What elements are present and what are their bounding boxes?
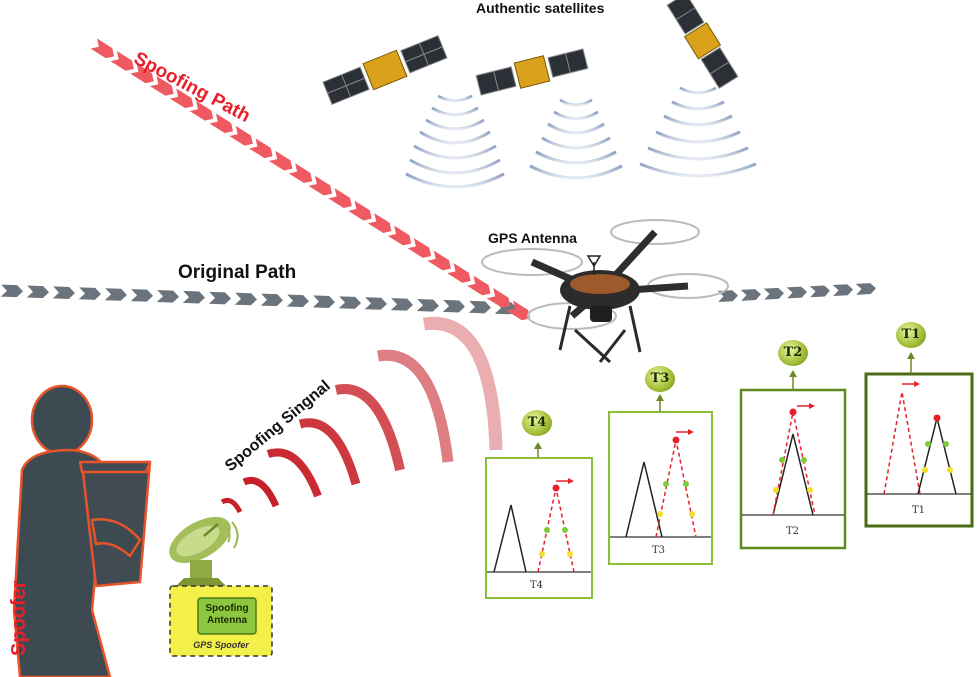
- original-path-chevron: [156, 290, 179, 303]
- gps-spoofer-label: GPS Spoofer: [193, 640, 249, 650]
- spoofing-path-chevron: [328, 188, 352, 208]
- spoofing-path-chevron: [209, 113, 234, 134]
- correlation-panel-t1: [864, 352, 974, 528]
- satellites-label: Authentic satellites: [476, 0, 605, 16]
- original-path-chevron: [104, 288, 127, 301]
- original-path-chevron: [416, 299, 439, 312]
- satellite-signal-2: [529, 98, 623, 180]
- original-path-chevron: [52, 286, 75, 299]
- gps-antenna-label: GPS Antenna: [488, 230, 577, 246]
- spoofing-path-chevron: [288, 163, 313, 184]
- satellite-3: [666, 0, 739, 89]
- spoofing-path-chevron: [407, 238, 432, 258]
- original-path-chevron: [763, 287, 784, 300]
- original-path-chevron: [338, 296, 361, 309]
- caption-t4: T4: [530, 580, 544, 591]
- spoofing-path-chevron: [268, 150, 293, 171]
- satellite-signal-1: [405, 94, 505, 189]
- drone: [481, 219, 729, 364]
- original-path-chevron: [130, 289, 153, 302]
- original-path-chevron: [442, 299, 465, 313]
- badge-t3: T3: [645, 366, 675, 392]
- original-path-chevron: [717, 290, 738, 303]
- original-path-label: Original Path: [178, 262, 297, 283]
- spoofing-path-chevron: [90, 38, 115, 59]
- spoofing-path-chevron: [150, 75, 174, 96]
- spoofing-path-chevron: [506, 300, 531, 321]
- spoofing-path-chevron: [348, 200, 372, 221]
- original-path-chevron: [234, 292, 257, 306]
- satellite-2: [475, 48, 589, 96]
- badge-t2: T2: [778, 340, 808, 366]
- spoofing-path-chevron: [169, 88, 194, 109]
- spoofing-path-chevron: [249, 138, 273, 159]
- caption-t3: T3: [652, 545, 666, 556]
- spoofer-label: Spoofer: [8, 580, 30, 656]
- caption-t1: T1: [912, 505, 926, 516]
- spoofing-path-chevron: [447, 263, 471, 283]
- spoofing-path-chevron: [486, 288, 511, 308]
- original-path-chevron: [260, 293, 283, 307]
- spoofing-antenna-box: [197, 597, 257, 635]
- spoofing-path-chevron: [130, 63, 154, 84]
- caption-t2: T2: [786, 526, 800, 537]
- spoofing-path-chevron: [367, 213, 392, 233]
- original-path-chevron: [809, 285, 830, 298]
- spoofing-path-chevron: [308, 175, 333, 196]
- original-path-chevron: [312, 295, 335, 308]
- original-path-chevron: [208, 291, 231, 305]
- original-path-chevron: [364, 297, 387, 310]
- original-path-chevron: [0, 284, 23, 298]
- spoofing-path-chevron: [467, 275, 491, 296]
- spoofing-antenna-label: Spoofing Antenna: [205, 603, 249, 626]
- original-path-chevron: [286, 294, 309, 308]
- original-path-chevron: [468, 300, 491, 314]
- badge-t1: T1: [896, 322, 926, 348]
- original-path-chevron: [78, 287, 101, 300]
- original-path-chevron: [390, 298, 413, 311]
- spoofer-dish: [169, 516, 239, 586]
- original-path-chevron: [855, 283, 876, 295]
- spoofing-path-chevron: [189, 100, 214, 121]
- correlation-panel-t4: [485, 442, 593, 599]
- spoofing-path-arrows: [90, 38, 531, 321]
- spoofing-signal-arcs: [220, 316, 503, 514]
- satellite-1: [322, 34, 448, 106]
- original-path-chevron: [182, 290, 205, 304]
- original-path-chevron: [786, 286, 807, 299]
- correlation-panel-t3: [608, 394, 713, 565]
- spoofing-path-chevron: [427, 250, 451, 271]
- spoofing-path-chevron: [387, 225, 412, 246]
- spoofing-path-chevron: [229, 125, 253, 146]
- original-path-chevron: [26, 285, 49, 299]
- badge-t4: T4: [522, 410, 552, 436]
- satellite-signal-3: [639, 86, 757, 178]
- original-path-arrows: [0, 283, 876, 315]
- spoofer-person: [12, 384, 152, 677]
- correlation-panel-t2: [739, 370, 847, 550]
- original-path-chevron: [740, 289, 761, 301]
- spoofing-path-chevron: [110, 51, 134, 71]
- original-path-chevron: [832, 284, 853, 297]
